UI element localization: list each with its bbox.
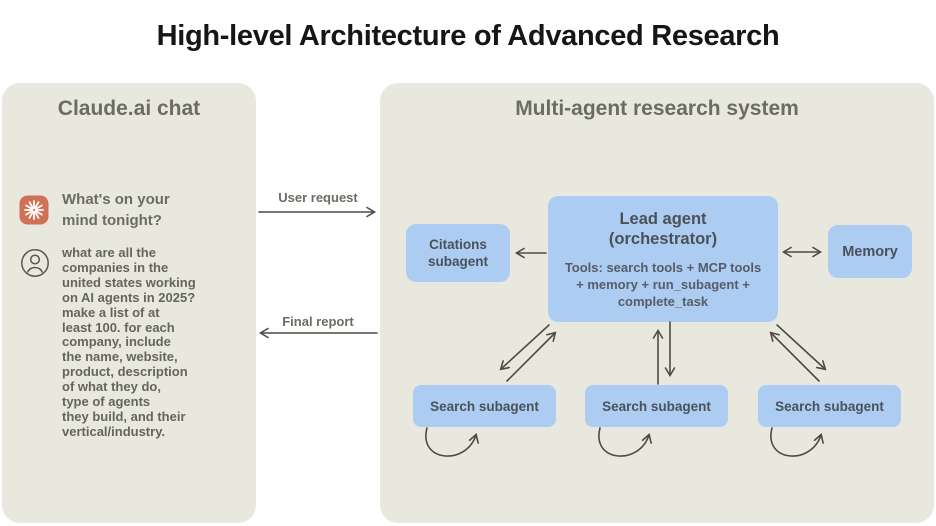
user-request-label: User request [278,190,358,205]
claude-spark-icon [19,195,49,225]
citations-subagent-box: Citations subagent [406,224,510,282]
lead-agent-tools: Tools: search tools + MCP tools + memory… [564,259,762,309]
left-panel-title: Claude.ai chat [57,97,201,120]
user-message: what are all the companies in the united… [62,245,196,439]
search-subagent-box-1: Search subagent [413,385,556,427]
lead-agent-box: Lead agent (orchestrator) Tools: search … [548,196,778,322]
search-subagent-box-3: Search subagent [758,385,901,427]
user-avatar-icon [20,248,50,278]
search-subagent-box-2: Search subagent [585,385,728,427]
lead-agent-title: Lead agent (orchestrator) [608,209,718,248]
final-report-label: Final report [282,314,354,329]
page-title: High-level Architecture of Advanced Rese… [156,20,780,52]
research-system-panel: Multi-agent research system Lead agent (… [380,83,934,523]
memory-box: Memory [828,225,912,278]
claude-chat-panel: Claude.ai chat [2,83,256,523]
right-panel-title: Multi-agent research system [515,97,799,120]
assistant-message: What's on your mind tonight? [62,191,170,229]
